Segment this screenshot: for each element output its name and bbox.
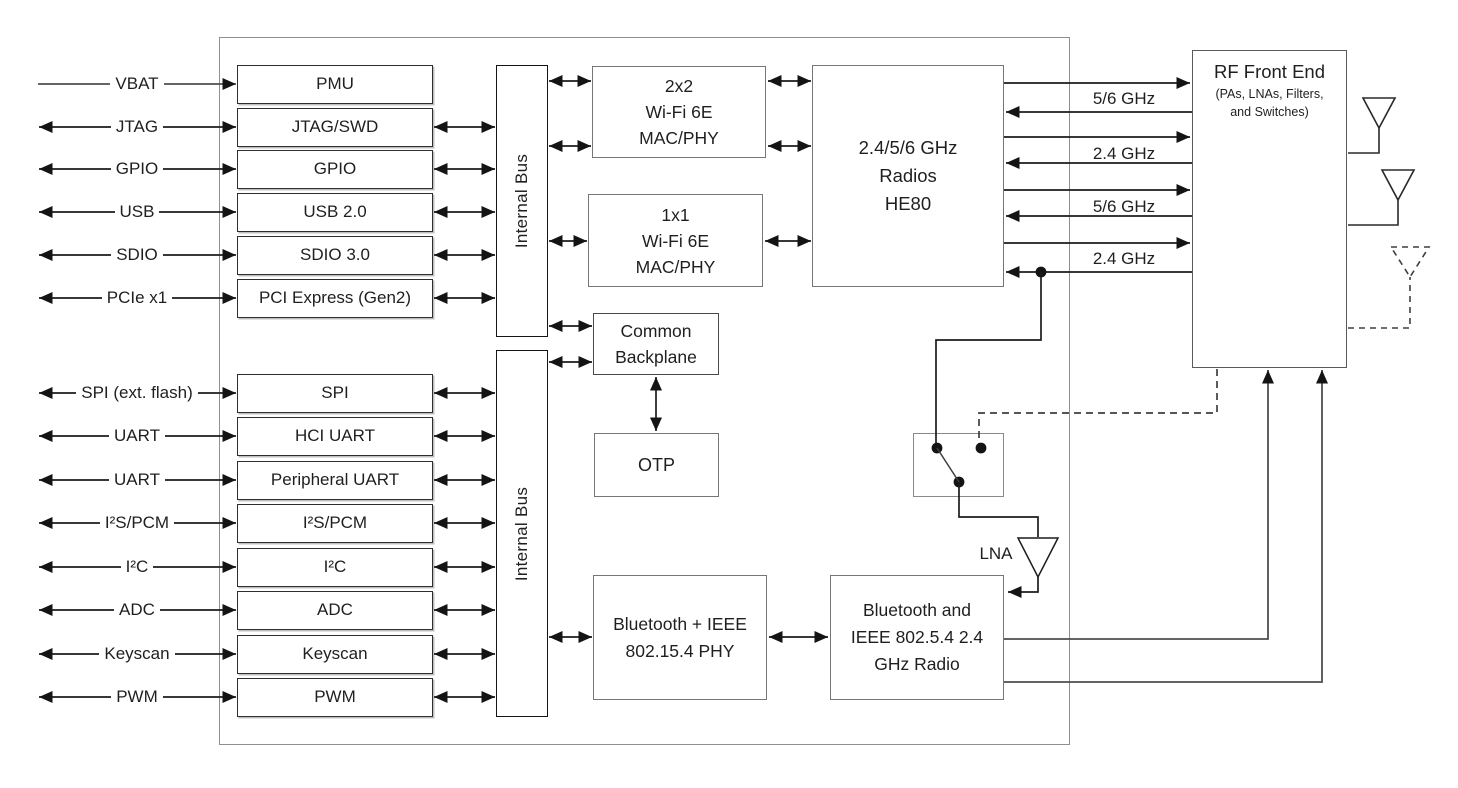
core-interconnect-arrows: [549, 75, 828, 643]
block-line: Backplane: [615, 347, 697, 367]
block-usb: USB 2.0: [237, 192, 433, 232]
port-adc-text: ADC: [114, 600, 160, 619]
block-peripheral-uart: Peripheral UART: [237, 460, 433, 500]
bus-arrows: [434, 121, 495, 703]
block-line: HE80: [884, 193, 932, 214]
rf-link-label-2-text: 2.4 GHz: [1092, 144, 1156, 163]
rf-switch-contacts: [931, 442, 987, 488]
block-line: Radios: [879, 165, 937, 186]
block-bt-phy: Bluetooth + IEEE 802.15.4 PHY: [593, 575, 767, 700]
rf-link-label-4: 2.4 GHz: [1072, 248, 1176, 270]
port-jtag: JTAG: [37, 116, 237, 138]
block-pwm: PWM: [237, 677, 433, 717]
block-line: OTP: [637, 454, 675, 475]
block-line: 1x1: [661, 204, 690, 225]
block-radios: 2.4/5/6 GHz Radios HE80: [812, 65, 1004, 287]
port-spi-ext-flash: SPI (ext. flash): [37, 382, 237, 404]
block-wifi-1x1: 1x1 Wi-Fi 6E MAC/PHY: [588, 194, 763, 287]
block-pci-express: PCI Express (Gen2): [237, 278, 433, 318]
port-gpio-text: GPIO: [110, 159, 164, 178]
port-pcie-text: PCIe x1: [101, 288, 173, 307]
rf-link-arrows: [1004, 77, 1192, 278]
block-wifi-2x2: 2x2 Wi-Fi 6E MAC/PHY: [592, 66, 766, 158]
block-line: 2x2: [664, 76, 694, 96]
port-vbat-text: VBAT: [110, 74, 164, 93]
lna-label: LNA: [979, 544, 1013, 563]
antenna-icon-1: [1348, 97, 1397, 154]
block-hci-uart: HCI UART: [237, 416, 433, 456]
internal-bus-top: Internal Bus: [496, 65, 548, 337]
port-uart-1: UART: [37, 425, 237, 447]
port-usb-text: USB: [114, 202, 160, 221]
port-uart-2-text: UART: [109, 470, 165, 489]
rf-front-end-subtitle: and Switches): [1230, 105, 1309, 119]
port-i2c-text: I²C: [120, 557, 154, 576]
rf-link-label-3-text: 5/6 GHz: [1092, 197, 1156, 216]
port-jtag-text: JTAG: [110, 117, 164, 136]
block-spi: SPI: [237, 373, 433, 413]
port-pwm-text: PWM: [111, 687, 163, 706]
port-sdio: SDIO: [37, 244, 237, 266]
diversity-dashed-line: [978, 369, 1218, 446]
rf-front-end-subtitle: (PAs, LNAs, Filters,: [1215, 87, 1324, 101]
bt-radio-output-lines: [1004, 370, 1328, 683]
port-pwm: PWM: [37, 686, 237, 708]
rf-link-label-4-text: 2.4 GHz: [1092, 249, 1156, 268]
block-sdio: SDIO 3.0: [237, 235, 433, 275]
block-bt-radio: Bluetooth and IEEE 802.5.4 2.4 GHz Radio: [830, 575, 1004, 700]
rf-front-end-title: RF Front End: [1213, 61, 1326, 82]
block-line: Wi-Fi 6E: [641, 230, 710, 251]
block-gpio: GPIO: [237, 149, 433, 189]
rf-link-label-1: 5/6 GHz: [1072, 88, 1176, 110]
rf-link-label-3: 5/6 GHz: [1072, 196, 1176, 218]
block-line: 802.15.4 PHY: [625, 640, 735, 661]
block-line: IEEE 802.5.4 2.4: [850, 627, 984, 647]
port-uart-1-text: UART: [109, 426, 165, 445]
block-line: Wi-Fi 6E: [645, 102, 713, 122]
port-vbat: VBAT: [37, 73, 237, 95]
switch-feed-line: [935, 266, 1047, 446]
block-i2s-pcm: I²S/PCM: [237, 503, 433, 543]
port-adc: ADC: [37, 599, 237, 621]
port-pcie: PCIe x1: [37, 287, 237, 309]
block-line: Bluetooth + IEEE: [613, 613, 747, 634]
block-line: Bluetooth and: [862, 600, 971, 620]
port-gpio: GPIO: [37, 158, 237, 180]
port-spi-text: SPI (ext. flash): [76, 383, 198, 402]
block-i2c: I²C: [237, 547, 433, 587]
block-line: Common: [620, 321, 692, 341]
block-line: GHz Radio: [874, 654, 960, 674]
block-jtag-swd: JTAG/SWD: [237, 107, 433, 147]
block-otp: OTP: [594, 433, 719, 497]
block-keyscan: Keyscan: [237, 634, 433, 674]
block-pmu: PMU: [237, 64, 433, 104]
internal-bus-bottom: Internal Bus: [496, 350, 548, 717]
block-rf-front-end: RF Front End (PAs, LNAs, Filters, and Sw…: [1192, 50, 1347, 368]
port-sdio-text: SDIO: [111, 245, 163, 264]
lna-amplifier-icon: [958, 482, 1060, 598]
port-keyscan: Keyscan: [37, 643, 237, 665]
rf-link-label-1-text: 5/6 GHz: [1092, 89, 1156, 108]
block-line: MAC/PHY: [635, 256, 716, 277]
port-i2s-pcm-text: I²S/PCM: [99, 513, 175, 532]
port-usb: USB: [37, 201, 237, 223]
block-line: MAC/PHY: [639, 128, 719, 148]
port-i2c: I²C: [37, 556, 237, 578]
rf-link-label-2: 2.4 GHz: [1072, 143, 1176, 165]
antenna-icon-3-dashed: [1348, 246, 1431, 329]
block-common-backplane: Common Backplane: [593, 313, 719, 375]
port-i2s-pcm: I²S/PCM: [37, 512, 237, 534]
port-uart-2: UART: [37, 469, 237, 491]
port-keyscan-text: Keyscan: [99, 644, 175, 663]
block-adc: ADC: [237, 590, 433, 630]
block-line: 2.4/5/6 GHz: [858, 137, 958, 158]
antenna-icon-2: [1348, 169, 1416, 226]
